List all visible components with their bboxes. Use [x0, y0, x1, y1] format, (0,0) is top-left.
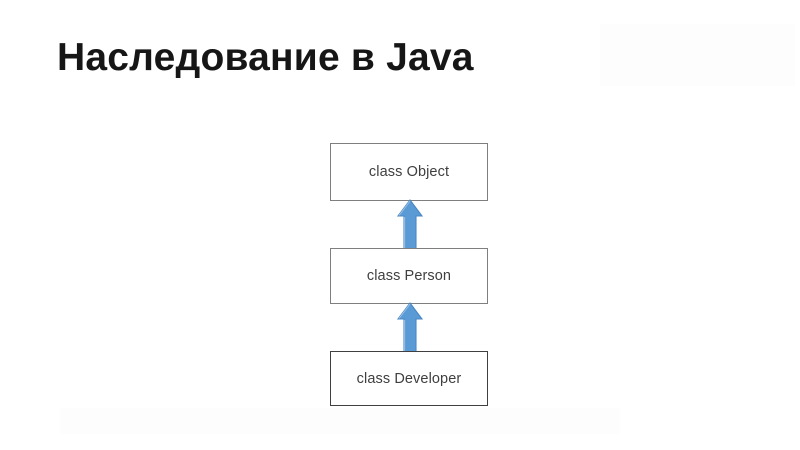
class-box-object-label: class Object: [368, 164, 450, 180]
arrow-up-icon: [397, 302, 423, 353]
inheritance-arrow-developer-to-person: [397, 302, 423, 353]
class-box-object: class Object: [330, 143, 488, 201]
class-box-developer: class Developer: [330, 351, 488, 406]
background-artifact-top-right: [600, 24, 795, 86]
class-box-developer-label: class Developer: [356, 370, 462, 387]
class-box-person: class Person: [330, 248, 488, 304]
arrow-up-icon: [397, 199, 423, 250]
background-artifact-bottom: [60, 408, 620, 434]
class-box-person-label: class Person: [366, 268, 452, 284]
inheritance-arrow-person-to-object: [397, 199, 423, 250]
inheritance-diagram: class Object class Person class Develope…: [330, 143, 488, 406]
page-title: Наследование в Java: [57, 36, 474, 79]
